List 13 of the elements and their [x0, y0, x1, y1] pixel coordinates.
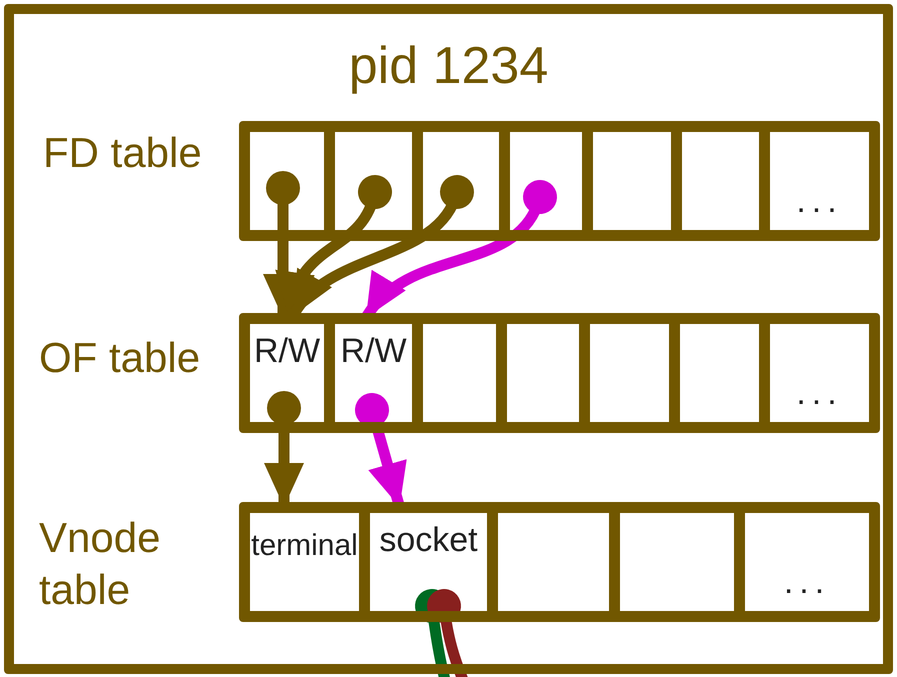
- cell-text: terminal: [250, 528, 359, 564]
- cell-text: R/W: [339, 332, 408, 370]
- process-label: pid 1234: [348, 36, 550, 96]
- cell-text: ...: [782, 563, 832, 601]
- row-label: FD table: [43, 128, 203, 178]
- cell-text: R/W: [252, 332, 322, 370]
- cell-text: ...: [795, 182, 844, 220]
- cell-text: socket: [378, 521, 479, 559]
- cell-text: ...: [795, 374, 844, 412]
- process-frame: [4, 4, 893, 674]
- row-label: Vnode table: [39, 513, 162, 615]
- arrow: [278, 175, 392, 316]
- row-label: OF table: [39, 333, 202, 383]
